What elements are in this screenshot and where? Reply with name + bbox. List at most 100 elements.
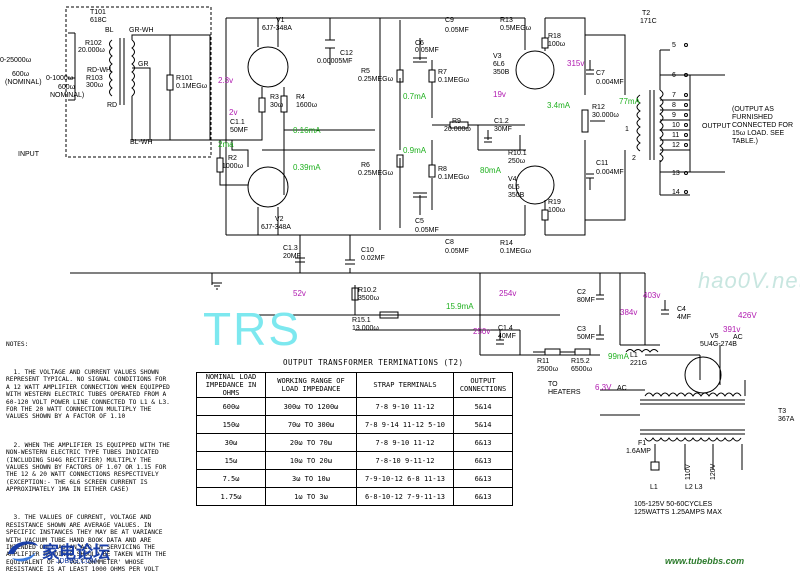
hv-ac: AC [733,334,743,341]
r8-value: 0.1MEGω [438,174,470,181]
c3-value: 50MF [577,334,595,341]
table-cell: 1.75ω [196,487,266,506]
logo-swirl-icon [8,541,38,562]
v1-tube-symbol [247,46,289,88]
v3-tube-symbol [515,50,555,90]
tap-110v: 110V [685,464,692,480]
table-cell: 15ω [196,451,266,470]
wire-gr-wh: GR-WH [129,27,154,34]
c11b-value: 0.004MF [596,169,624,176]
t2-terminal-dot [684,113,688,117]
r6-label: R6 [361,162,370,169]
r5-value: 0.25MEGω [358,76,394,83]
r101-label: R101 [176,75,193,82]
voltage-391v: 391v [723,325,740,334]
voltage-315v: 315v [567,59,584,68]
t2-label: T2 [642,10,650,17]
schematic-canvas: 0-25000ω 600ω (NOMINAL) 0-1000ω 600ω NOM… [0,6,795,516]
v4-type: 6L6 [508,184,520,191]
c4-value: 4MF [677,314,691,321]
r103-value: 300ω [86,82,104,89]
t2-tap-1: 1 [625,126,629,133]
bplus-rails [70,235,701,380]
r151-label: R15.1 [352,317,371,324]
t3-type: 367A [778,416,795,423]
r11-label: R11 [537,358,549,365]
t2-tap-2: 2 [632,155,636,162]
t2-terminal-6: 6 [672,72,676,79]
r102b-label: R10.2 [358,287,377,294]
c6-value: 0.05MF [415,47,439,54]
c14-label: C1.4 [498,325,513,332]
output-label: OUTPUT [702,123,732,130]
table-cell: 5&14 [453,415,513,434]
current-0-9ma: 0.9mA [403,146,427,155]
r101b-label: R10.1 [508,150,527,157]
input-wiring [68,32,220,141]
current-0-16ma: 0.16mA [293,126,321,135]
r102b-value: 3500ω [358,295,380,302]
input-range-label: 0-25000ω [0,57,32,64]
table-cell: 6-8-10-12 7-9-11-13 [356,487,454,506]
r2-value: 1000ω [222,163,244,170]
site-watermark: hao0V.net [698,268,800,293]
r5-label: R5 [361,68,370,75]
input-nominal-600: 600ω [12,71,30,78]
voltage-52v: 52v [293,289,306,298]
r13-value: 0.5MEGω [500,25,532,32]
current-15-9ma: 15.9mA [446,302,474,311]
table-cell: 6&13 [453,469,513,488]
table-cell: 150ω [196,415,266,434]
c8-label: C8 [445,239,454,246]
notes-block: NOTES: 1. THE VOLTAGE AND CURRENT VALUES… [6,326,202,587]
col-nominal: NOMINAL LOAD IMPEDANCE IN OHMS [196,372,266,398]
c5-value: 0.05MF [415,227,439,234]
jdbbs-logo: 家电论坛 JDBBS.COM [6,536,116,568]
heater-ac: AC [617,385,627,392]
col-output: OUTPUT CONNECTIONS [453,372,513,398]
v3-type: 6L6 [493,61,505,68]
r18-label: R18 [548,33,561,40]
wire-bl-wh: BL-WH [130,139,153,146]
t2-terminal-11: 11 [672,132,679,139]
table-cell: 6&13 [453,487,513,506]
t2-type: 171C [640,18,657,25]
v5-rectifier-symbol [684,356,722,394]
wire-rd-wh: RD-WH [87,67,111,74]
interstage-wiring [396,20,526,228]
notes-title: NOTES: [6,340,29,348]
t2-terminal-10: 10 [672,122,680,129]
mains-l1: L1 [650,484,658,491]
v2-label: V2 [275,216,284,223]
table-cell: 10ω TO 20ω [265,451,357,470]
current-3-4ma: 3.4mA [547,101,571,110]
r4-label: R4 [296,94,305,101]
c9-label: C9 [445,17,454,24]
voltage-6-3v: 6.3V [595,383,612,392]
c7-value: 0.004MF [596,79,624,86]
r12-label: R12 [592,104,605,111]
r152-value: 6500ω [571,366,593,373]
t2-terminal-dot [684,123,688,127]
col-strap: STRAP TERMINALS [356,372,454,398]
mains-rating: 105-125V 50-60CYCLES [634,501,713,508]
t2-terminal-dot [684,143,688,147]
c5-label: C5 [415,218,424,225]
current-0-7ma: 0.7mA [403,92,427,101]
voltage-426v: 426V [738,311,757,320]
current-2ma: 2ma [218,140,234,149]
input-600: 600ω [58,84,76,91]
r19-label: R19 [548,199,561,206]
v4-code: 350B [508,192,525,199]
voltage-254v: 254v [499,289,516,298]
c12-label: C12 [340,50,353,57]
r4-value: 1600ω [296,102,318,109]
c11-label: C1.1 [230,119,245,126]
tubebbs-watermark: www.tubebbs.com [665,556,745,566]
input-transformer-shield [65,6,212,158]
table-cell: 7-9-10-12 6-8 11-13 [356,469,454,488]
t2-terminal-9: 9 [672,112,676,119]
